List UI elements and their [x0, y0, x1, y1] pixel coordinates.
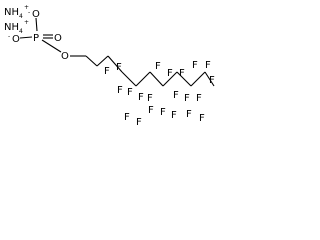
fluorine-label: F	[127, 87, 133, 98]
fluorine-label: F	[173, 90, 179, 101]
ammonium-ion-2: NH 4 +	[4, 19, 29, 35]
fluorine-label: F	[196, 93, 202, 104]
chain-bond	[190, 71, 206, 87]
fluorine-label: F	[124, 112, 130, 123]
fluorine-label: F	[117, 85, 123, 96]
bond-p-o-left	[19, 36, 33, 39]
o-double-label: O	[54, 33, 62, 44]
bond-p-o-top	[35, 17, 38, 32]
fluorine-label: F	[167, 68, 173, 79]
fluorine-label: F	[179, 68, 185, 79]
fluorine-label: F	[186, 109, 192, 120]
o-top-charge: -	[28, 9, 30, 16]
o-top-label: O	[32, 9, 40, 20]
fluorine-label: F	[209, 75, 215, 86]
ammonium-1-subscript: 4	[19, 13, 23, 20]
fluorine-label: F	[155, 61, 161, 72]
ammonium-2-label: NH	[4, 22, 19, 33]
chain-bond	[107, 55, 123, 73]
fluorine-label: F	[160, 107, 166, 118]
fluorine-label: F	[147, 93, 153, 104]
ammonium-1-charge: +	[24, 4, 29, 11]
bond-ch2-cf2	[96, 55, 109, 67]
fluorine-label: F	[138, 92, 144, 103]
ethylene-spacer	[70, 55, 109, 67]
ammonium-2-charge: +	[24, 19, 29, 26]
phosphorus-label: P	[33, 33, 39, 44]
o-ester-label: O	[61, 51, 69, 62]
bond-p-o-ester	[41, 39, 62, 53]
fluorine-label: F	[171, 110, 177, 121]
fluorine-label: F	[148, 105, 154, 116]
fluorine-label: F	[192, 60, 198, 71]
chain-bond	[135, 71, 151, 87]
chain-bond	[204, 71, 215, 87]
fluorine-label: F	[136, 117, 142, 128]
perfluoro-chain	[107, 55, 215, 87]
fluorine-label: F	[184, 93, 190, 104]
fluorine-label: F	[199, 113, 205, 124]
chain-bond	[176, 71, 192, 87]
phosphate-group: - O - O P O O	[8, 9, 69, 62]
ammonium-2-subscript: 4	[19, 28, 23, 35]
chain-bond	[162, 71, 178, 87]
fluorine-label: F	[205, 60, 211, 71]
ammonium-ion-1: NH 4 +	[4, 4, 29, 20]
o-left-label: O	[12, 34, 20, 45]
chain-bond	[149, 71, 164, 87]
fluorine-label: F	[104, 66, 110, 77]
bond-ch2-ch2	[85, 55, 98, 67]
chain-bond	[121, 71, 137, 87]
fluorine-label: F	[116, 62, 122, 73]
o-left-charge: -	[8, 33, 10, 40]
ammonium-1-label: NH	[4, 7, 19, 18]
